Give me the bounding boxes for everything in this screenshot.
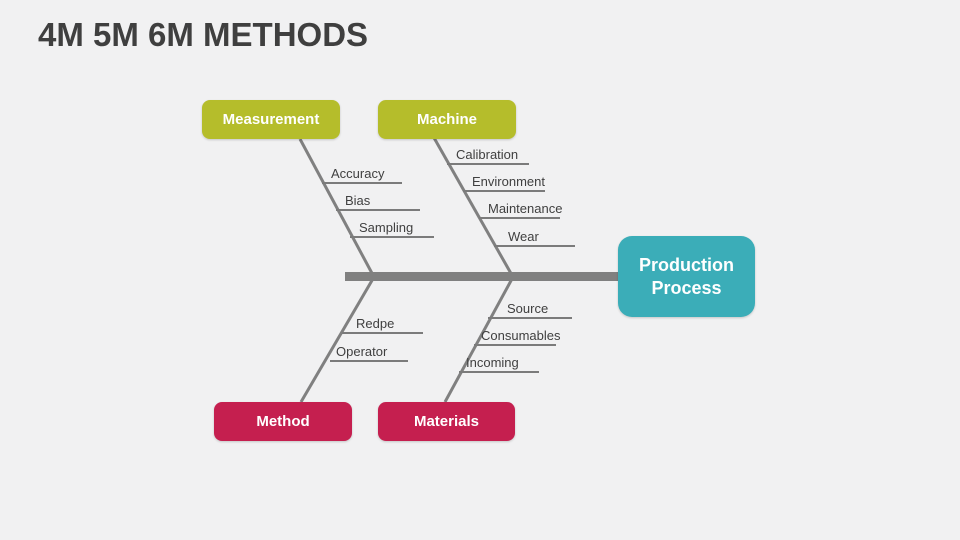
effect-label-line2: Process [651, 277, 722, 298]
cause-item-wear: Wear [494, 226, 575, 247]
category-label-materials: Materials [413, 413, 480, 430]
machine-bone-line [431, 135, 515, 278]
category-box-machine: Machine [378, 100, 516, 139]
effect-label-line1: Production [639, 254, 734, 275]
cause-label: Consumables [481, 328, 561, 343]
effect-box-production-process: Production Process [618, 236, 755, 317]
cause-item-bias: Bias [336, 190, 420, 211]
materials-bone-line [443, 276, 515, 403]
cause-label: Wear [508, 229, 539, 244]
cause-label: Operator [336, 344, 388, 359]
cause-label: Source [507, 301, 549, 316]
cause-item-operator: Operator [330, 341, 408, 362]
page-title: 4M 5M 6M METHODS [38, 16, 369, 53]
method-bone-line [299, 276, 376, 403]
cause-item-maintenance: Maintenance [479, 198, 563, 219]
cause-item-incoming: Incoming [459, 352, 539, 373]
cause-label: Calibration [456, 147, 519, 162]
cause-item-accuracy: Accuracy [322, 163, 402, 184]
cause-item-environment: Environment [463, 171, 545, 192]
cause-item-sampling: Sampling [350, 217, 434, 238]
cause-label: Redpe [356, 316, 395, 331]
category-box-measurement: Measurement [202, 100, 340, 139]
cause-label: Maintenance [488, 201, 563, 216]
cause-item-calibration: Calibration [447, 144, 529, 165]
category-box-materials: Materials [378, 402, 515, 441]
cause-item-consumables: Consumables [474, 325, 561, 346]
category-label-machine: Machine [416, 111, 477, 128]
spine-line [345, 272, 620, 281]
cause-label: Bias [345, 193, 371, 208]
category-label-measurement: Measurement [222, 111, 320, 128]
cause-label: Incoming [466, 355, 519, 370]
cause-item-source: Source [488, 298, 572, 319]
cause-item-redpe: Redpe [342, 313, 423, 334]
cause-label: Environment [472, 174, 545, 189]
category-box-method: Method [214, 402, 352, 441]
measurement-bone-line [298, 138, 376, 278]
cause-label: Sampling [359, 220, 414, 235]
cause-label: Accuracy [331, 166, 385, 181]
category-label-method: Method [256, 413, 310, 430]
